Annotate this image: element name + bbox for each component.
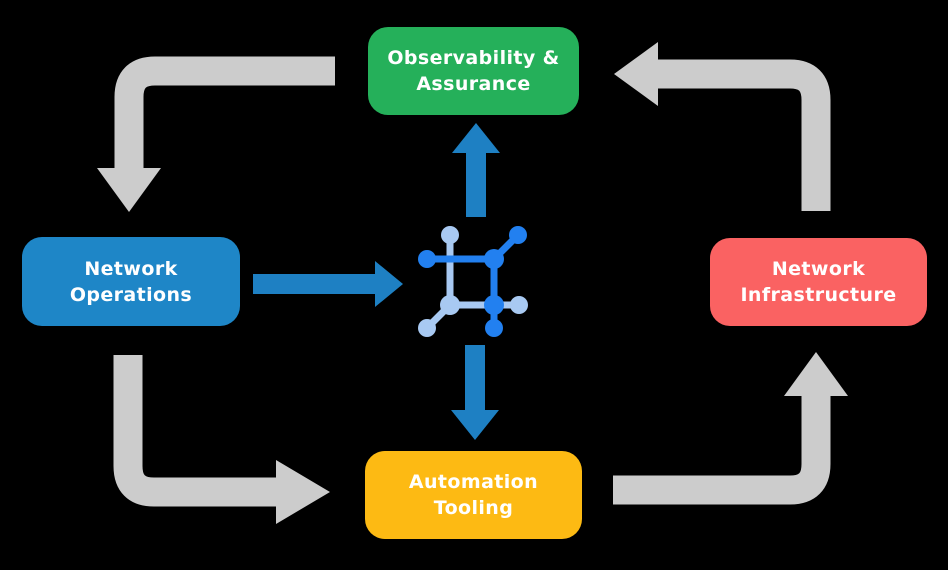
flow-arrow-center-to-automation <box>451 345 499 440</box>
arrow-shaft <box>613 396 831 505</box>
node-network-infrastructure: Network Infrastructure <box>710 238 927 326</box>
cycle-arrow-automation-to-infrastructure <box>613 352 848 505</box>
arrowhead-right-icon <box>375 261 403 307</box>
cycle-arrow-operations-to-automation <box>113 355 330 524</box>
arrowhead-left-icon <box>614 42 658 106</box>
arrowhead-up-icon <box>784 352 848 396</box>
arrowhead-down-icon <box>97 168 161 212</box>
node-label: Automation Tooling <box>408 471 539 519</box>
arrowhead-down-icon <box>451 410 499 440</box>
network-node-icon-light-dots <box>418 226 528 337</box>
node-network-operations: Network Operations <box>22 237 240 326</box>
cycle-arrow-observability-to-operations <box>97 56 335 212</box>
cycle-arrow-infrastructure-to-observability <box>614 42 831 211</box>
node-label: Network Operations <box>69 257 193 306</box>
node-label: Network Infrastructure <box>740 258 897 306</box>
flow-arrow-center-to-observability <box>452 123 500 217</box>
network-node-icon-dark-dots <box>418 226 527 337</box>
arrow-shaft <box>113 355 276 507</box>
node-automation-tooling: Automation Tooling <box>365 451 582 539</box>
arrowhead-right-icon <box>276 460 330 524</box>
flow-arrow-operations-to-center <box>253 261 403 307</box>
arrow-shaft <box>114 56 335 168</box>
arrowhead-up-icon <box>452 123 500 153</box>
network-node-icon <box>418 226 528 337</box>
arrow-shaft <box>658 59 831 211</box>
node-label: Observability & Assurance <box>387 47 560 95</box>
node-observability-assurance: Observability & Assurance <box>368 27 579 115</box>
